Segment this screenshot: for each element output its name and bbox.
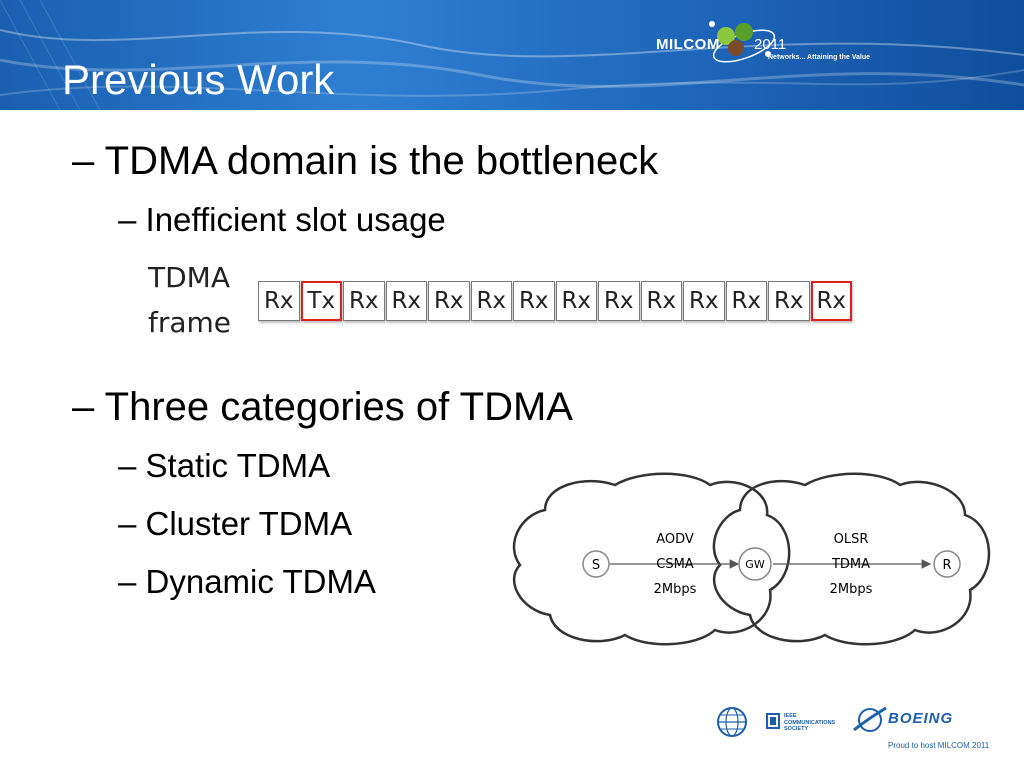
- bullet-static-tdma: – Static TDMA: [118, 447, 331, 484]
- brand-tagline: Networks... Attaining the Value: [768, 54, 871, 61]
- node-gateway: GW: [738, 547, 772, 581]
- tdma-slot-5: Rx: [428, 281, 470, 321]
- left-cloud-mac: CSMA: [656, 557, 694, 572]
- milcom-logo: MILCOM 2011 Networks... Attaining the Va…: [656, 14, 906, 74]
- node-source: S: [582, 550, 610, 578]
- tdma-frame-label: TDMA frame: [148, 262, 231, 339]
- bullet-inefficient-slot: – Inefficient slot usage: [118, 201, 446, 238]
- afcea-globe-icon: [717, 707, 747, 737]
- tdma-slot-10: Rx: [640, 281, 682, 321]
- ieee-comsoc-logo: IEEE COMMUNICATIONS SOCIETY: [766, 709, 836, 739]
- node-receiver-label: R: [942, 558, 951, 573]
- host-text: Proud to host MILCOM 2011: [888, 741, 990, 750]
- page-title: Previous Work: [62, 56, 335, 103]
- bullet-bottleneck: – TDMA domain is the bottleneck: [72, 139, 659, 183]
- frame-label-line2: frame: [148, 306, 232, 339]
- network-diagram: S GW R AODV CSMA 2Mbps OLSR TDMA 2Mbps: [512, 472, 991, 646]
- bullet-dynamic-tdma: – Dynamic TDMA: [118, 563, 376, 600]
- node-receiver: R: [933, 550, 961, 578]
- tdma-slot-9: Rx: [598, 281, 640, 321]
- frame-label-line1: TDMA: [148, 261, 230, 294]
- left-cloud-protocol: AODV: [656, 532, 694, 547]
- header-wave-decoration: [0, 0, 1024, 110]
- tdma-slot-3: Rx: [343, 281, 385, 321]
- boeing-wordmark: BOEING: [888, 710, 954, 727]
- tdma-slot-14: Rx: [810, 281, 852, 321]
- node-source-label: S: [592, 558, 600, 573]
- right-cloud-mac: TDMA: [831, 557, 870, 572]
- tdma-slot-7: Rx: [513, 281, 555, 321]
- tdma-slot-13: Rx: [768, 281, 810, 321]
- tdma-slot-8: Rx: [555, 281, 597, 321]
- brand-year: 2011: [754, 36, 787, 53]
- bullet-three-categories: – Three categories of TDMA: [72, 385, 573, 429]
- right-cloud-rate: 2Mbps: [830, 582, 873, 597]
- right-cloud-protocol: OLSR: [834, 532, 869, 547]
- node-gateway-label: GW: [745, 558, 765, 571]
- boeing-symbol-icon: [853, 706, 887, 732]
- globe-orbit-icon: [709, 21, 776, 63]
- right-cloud: [712, 472, 991, 646]
- tdma-slot-2: Tx: [300, 281, 342, 321]
- brand-name: MILCOM: [656, 36, 720, 53]
- tdma-slot-12: Rx: [725, 281, 767, 321]
- left-cloud-rate: 2Mbps: [654, 582, 697, 597]
- tdma-slot-1: Rx: [258, 281, 300, 321]
- tdma-slot-11: Rx: [683, 281, 725, 321]
- bullet-cluster-tdma: – Cluster TDMA: [118, 505, 353, 542]
- left-cloud: [512, 472, 791, 646]
- tdma-slot-4: Rx: [385, 281, 427, 321]
- tdma-slot-6: Rx: [470, 281, 512, 321]
- ieee-icon: [766, 713, 780, 729]
- header-banner: MILCOM 2011 Networks... Attaining the Va…: [0, 0, 1024, 110]
- ieee-label: IEEE COMMUNICATIONS SOCIETY: [784, 713, 836, 732]
